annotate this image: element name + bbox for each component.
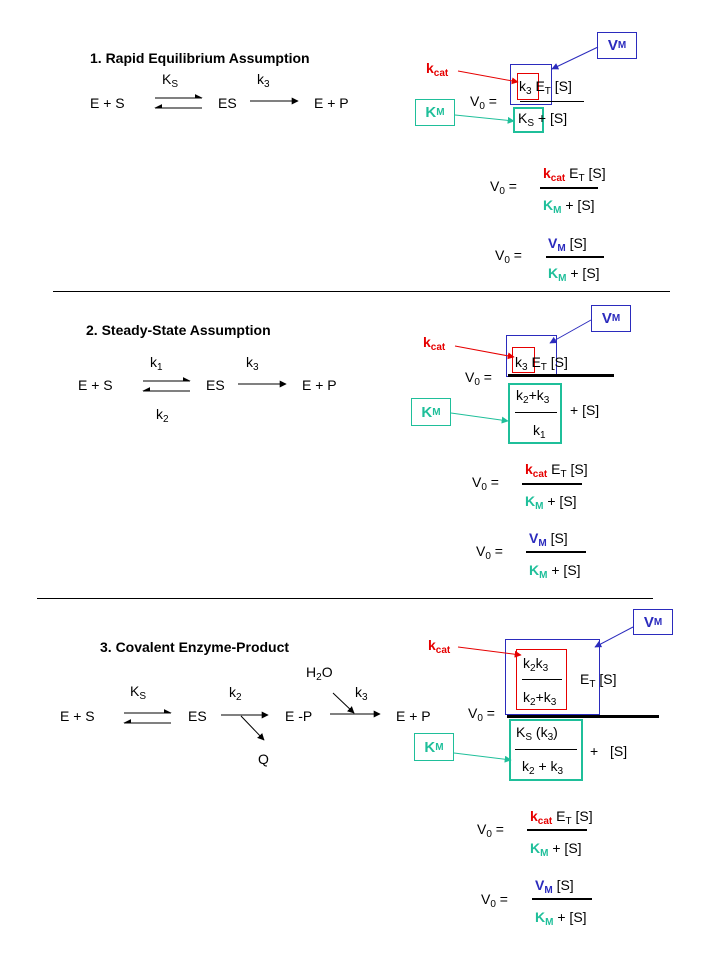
s2-products: E + P — [302, 377, 337, 393]
s3-k2-label: k2 — [229, 684, 242, 703]
s2-eq3-denominator: KM + [S] — [529, 562, 581, 581]
s3-eq1-plus: + — [590, 743, 599, 759]
s1-kcat-callout-arrow — [457, 70, 519, 85]
s1-eq1-numerator: k3 ET [S] — [519, 78, 572, 97]
s2-reactants: E + S — [78, 377, 113, 393]
section-1-title: 1. Rapid Equilibrium Assumption — [90, 50, 310, 66]
s2-vm-callout-arrow — [549, 319, 592, 344]
s1-km-callout-arrow — [454, 114, 515, 124]
s1-eq3-numerator: VM [S] — [548, 235, 587, 254]
s1-eq3-fraction-line — [546, 256, 604, 258]
s3-products: E + P — [396, 708, 431, 724]
s3-reactants: E + S — [60, 708, 95, 724]
s3-eq2-fraction-line — [527, 829, 587, 831]
s2-eq1-denominator-rest: + [S] — [570, 402, 600, 418]
s2-eq1-numerator: k3 ET [S] — [515, 354, 568, 373]
s3-kcat-callout-arrow — [457, 646, 522, 658]
s3-km-numerator: KS (k3) — [516, 724, 558, 743]
s3-km-fraction-line — [515, 749, 577, 750]
s1-eq3-denominator: KM + [S] — [548, 265, 600, 284]
s3-eq3-numerator: VM [S] — [535, 877, 574, 896]
s2-km-numerator: k2+k3 — [516, 387, 550, 406]
s1-eq2-numerator: kcat ET [S] — [543, 165, 606, 184]
s2-km-denominator: k1 — [533, 422, 546, 441]
s2-kcat-box — [512, 347, 535, 373]
s1-eq2-denominator: KM + [S] — [543, 197, 595, 216]
s2-es: ES — [206, 377, 225, 393]
s3-h2o-arrow — [332, 692, 355, 714]
s3-kcat-denominator: k2+k3 — [523, 689, 557, 708]
s1-eq1-lhs: V0 = — [470, 93, 497, 112]
s2-k3-label: k3 — [246, 354, 259, 373]
s1-products: E + P — [314, 95, 349, 111]
s1-eq2-lhs: V0 = — [490, 178, 517, 197]
s2-eq1-fraction-line — [508, 374, 614, 377]
s3-eq2-denominator: KM + [S] — [530, 840, 582, 859]
s3-eq1-lhs: V0 = — [468, 705, 495, 724]
s1-reactants: E + S — [90, 95, 125, 111]
s2-kcat-callout-arrow — [454, 345, 515, 360]
s2-kcat-tag: kcat — [423, 334, 446, 353]
s2-eq3-fraction-line — [526, 551, 586, 553]
divider-1 — [53, 291, 670, 292]
s3-eq3-fraction-line — [532, 898, 592, 900]
s1-vm-callout-arrow — [551, 46, 599, 70]
s3-eq1-numerator-rest: ET [S] — [580, 671, 617, 690]
s1-eq1-fraction-line — [520, 101, 584, 102]
s2-km-fraction-line — [515, 412, 557, 413]
s3-kcat-tag: kcat — [428, 637, 451, 656]
s3-kcat-box — [516, 649, 567, 710]
s1-k3-label: k3 — [257, 71, 270, 90]
s1-kcat-box — [517, 73, 539, 100]
s2-eq2-numerator: kcat ET [S] — [525, 461, 588, 480]
s3-km-box — [509, 719, 583, 781]
s2-eq1-lhs: V0 = — [465, 369, 492, 388]
s3-k3-label: k3 — [355, 684, 368, 703]
s3-kcat-numerator: k2k3 — [523, 655, 549, 674]
s3-eq2-lhs: V0 = — [477, 821, 504, 840]
s1-eq2-fraction-line — [540, 187, 598, 189]
s3-q-release-arrow — [240, 715, 265, 741]
s3-kcat-fraction-line — [522, 679, 562, 680]
s1-kcat-tag: kcat — [426, 60, 449, 79]
s3-vm-box — [505, 639, 600, 715]
s3-km-denominator: k2 + k3 — [522, 758, 564, 777]
s1-eq1-denominator: KS + [S] — [518, 110, 568, 129]
s3-eq2-numerator: kcat ET [S] — [530, 808, 593, 827]
section-2-title: 2. Steady-State Assumption — [86, 322, 271, 338]
s3-h2o: H2O — [306, 664, 333, 683]
s1-eq3-lhs: V0 = — [495, 247, 522, 266]
s3-km-callout-arrow — [453, 752, 512, 763]
s2-eq2-denominator: KM + [S] — [525, 493, 577, 512]
s1-es: ES — [218, 95, 237, 111]
s3-ks-label: KS — [130, 683, 147, 702]
s3-eq1-fraction-line — [507, 715, 659, 718]
s3-eq1-s: [S] — [610, 743, 628, 759]
s2-eq2-fraction-line — [522, 483, 582, 485]
s1-vm-box — [510, 64, 552, 105]
s1-ks-label: KS — [162, 71, 179, 90]
s3-es: ES — [188, 708, 207, 724]
s3-vm-callout-arrow — [594, 626, 634, 648]
s3-eq3-lhs: V0 = — [481, 891, 508, 910]
s2-eq3-numerator: VM [S] — [529, 530, 568, 549]
divider-2 — [37, 598, 653, 599]
s2-eq2-lhs: V0 = — [472, 474, 499, 493]
s2-eq3-lhs: V0 = — [476, 543, 503, 562]
s2-km-callout-arrow — [450, 412, 509, 424]
section-3-title: 3. Covalent Enzyme-Product — [100, 639, 290, 655]
s2-k1-label: k1 — [150, 354, 163, 373]
s2-k2-label: k2 — [156, 406, 169, 425]
s2-km-box — [508, 383, 562, 444]
s3-q: Q — [258, 751, 269, 767]
s3-ep: E -P — [285, 708, 313, 724]
s3-eq3-denominator: KM + [S] — [535, 909, 587, 928]
